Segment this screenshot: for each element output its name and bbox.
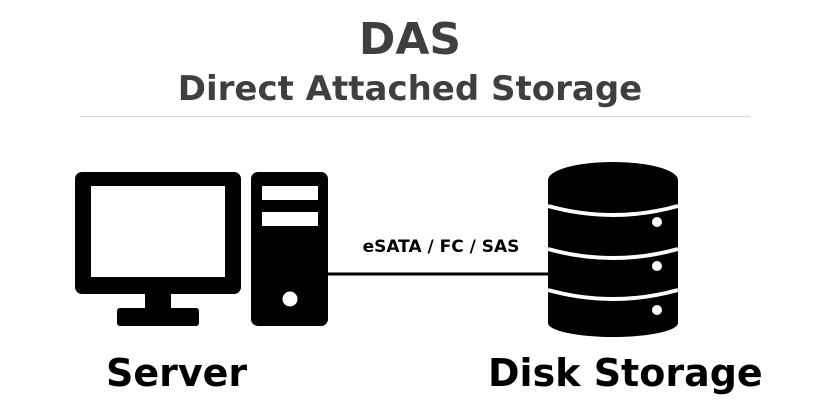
connection-label: eSATA / FC / SAS (362, 237, 520, 257)
page-title: DAS (358, 14, 462, 65)
disk-storage-label: Disk Storage (488, 351, 763, 395)
tower-icon (251, 172, 328, 326)
server-label: Server (106, 351, 248, 395)
header-divider (80, 116, 750, 117)
page-subtitle: Direct Attached Storage (177, 69, 643, 109)
database-icon (547, 162, 679, 337)
monitor-icon (75, 172, 241, 326)
